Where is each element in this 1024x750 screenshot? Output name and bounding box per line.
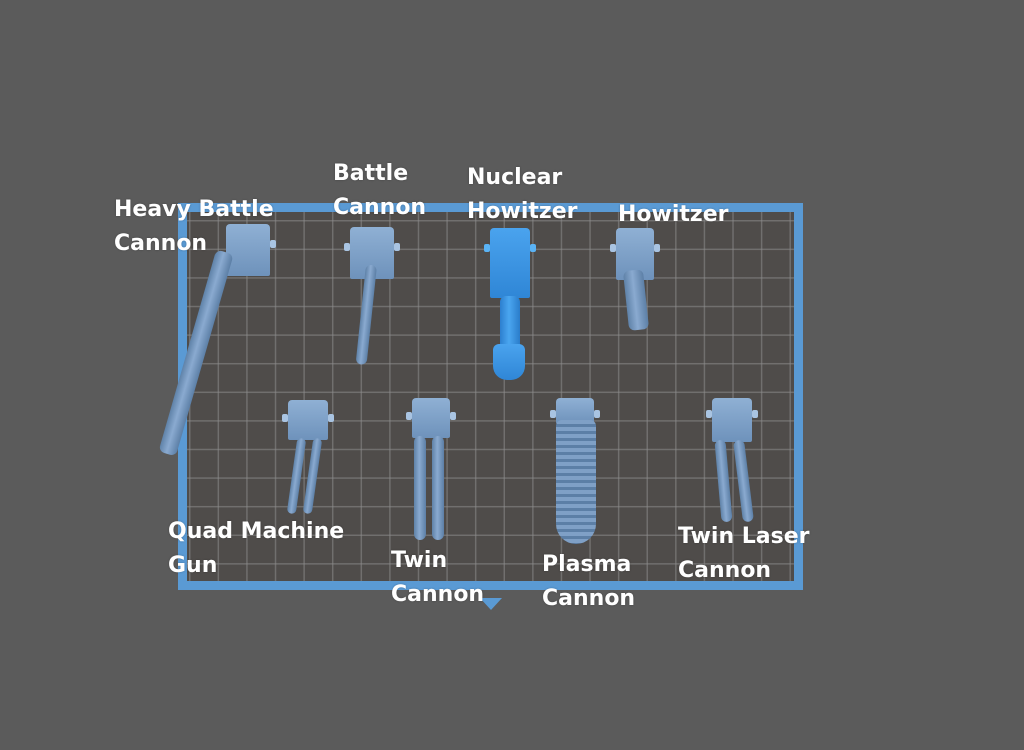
turret-mount: [556, 398, 594, 424]
label-twin-laser-cannon: Twin Laser Cannon: [678, 524, 810, 583]
mount-pin: [270, 240, 276, 248]
gun-barrel-right: [302, 437, 323, 515]
muzzle: [493, 344, 525, 380]
mount-pin: [406, 412, 412, 420]
cannon-barrel: [500, 296, 520, 356]
label-twin-cannon: Twin Cannon: [391, 548, 485, 607]
label-heavy-battle-cannon: Heavy Battle Cannon: [114, 197, 274, 256]
mount-pin: [752, 410, 758, 418]
weapon-twin-cannon[interactable]: [406, 396, 458, 544]
laser-barrel-left: [714, 439, 733, 523]
mount-pin: [484, 244, 490, 252]
weapon-howitzer[interactable]: [610, 226, 662, 334]
frame-pointer-notch: [480, 598, 502, 610]
laser-barrel-right: [733, 439, 754, 523]
weapon-twin-laser-cannon[interactable]: [704, 396, 764, 526]
label-plasma-cannon: Plasma Cannon: [542, 552, 636, 611]
label-battle-cannon: Battle Cannon: [333, 161, 427, 220]
weapon-plasma-cannon[interactable]: [550, 396, 602, 548]
weapon-battle-cannon[interactable]: [344, 225, 402, 370]
plasma-body: [556, 420, 596, 544]
mount-pin: [594, 410, 600, 418]
label-quad-machine-gun: Quad Machine Gun: [168, 519, 345, 578]
turret-mount: [712, 398, 752, 442]
cannon-barrel: [355, 264, 377, 366]
mount-pin: [344, 243, 350, 251]
weapon-quad-machine-gun[interactable]: [282, 398, 334, 518]
mount-pin: [328, 414, 334, 422]
turret-mount: [288, 400, 328, 440]
mount-pin: [394, 243, 400, 251]
cannon-barrel-right: [432, 436, 444, 540]
mount-pin: [550, 410, 556, 418]
turret-mount: [490, 228, 530, 298]
weapon-heavy-battle-cannon[interactable]: [158, 222, 281, 462]
mount-pin: [450, 412, 456, 420]
cannon-barrel: [158, 249, 234, 457]
label-nuclear-howitzer: Nuclear Howitzer: [467, 165, 578, 224]
cannon-barrel-left: [414, 436, 426, 540]
mount-pin: [282, 414, 288, 422]
label-howitzer: Howitzer: [618, 202, 729, 227]
weapon-nuclear-howitzer[interactable]: [484, 226, 540, 384]
mount-pin: [706, 410, 712, 418]
turret-mount: [412, 398, 450, 438]
mount-pin: [530, 244, 536, 252]
mount-pin: [610, 244, 616, 252]
turret-mount: [226, 224, 270, 276]
mount-pin: [654, 244, 660, 252]
